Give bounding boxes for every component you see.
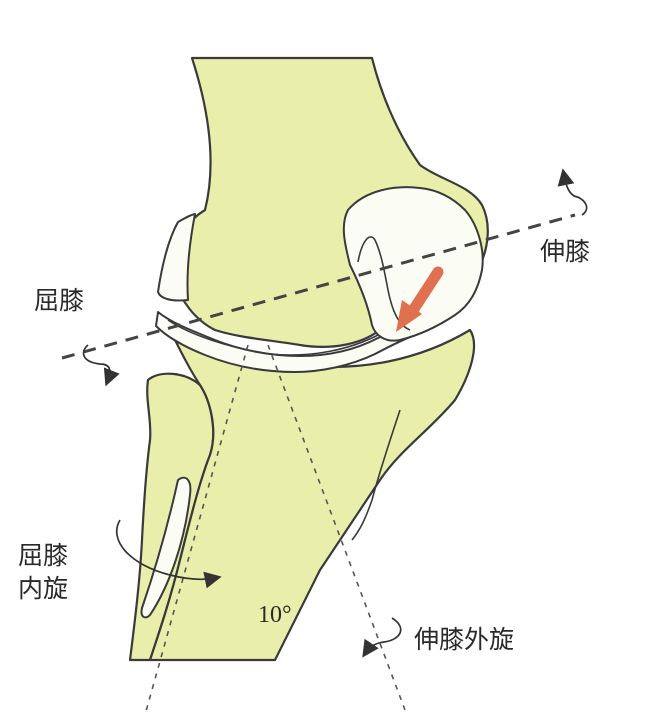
curved-rotation-arrow-icon — [366, 618, 401, 652]
angle-label: 10° — [258, 602, 292, 629]
flex-internal-rotation-label: 屈膝 内旋 — [18, 540, 68, 605]
flex-internal-rotation-line2: 内旋 — [18, 573, 68, 606]
curved-rotation-arrow-icon — [564, 175, 587, 215]
flex-internal-rotation-line1: 屈膝 — [18, 540, 68, 573]
extend-knee-label: 伸膝 — [540, 236, 590, 269]
extend-external-rotation-label: 伸膝外旋 — [414, 624, 514, 657]
tibia-bone — [150, 330, 474, 660]
flex-knee-label: 屈膝 — [34, 285, 84, 318]
